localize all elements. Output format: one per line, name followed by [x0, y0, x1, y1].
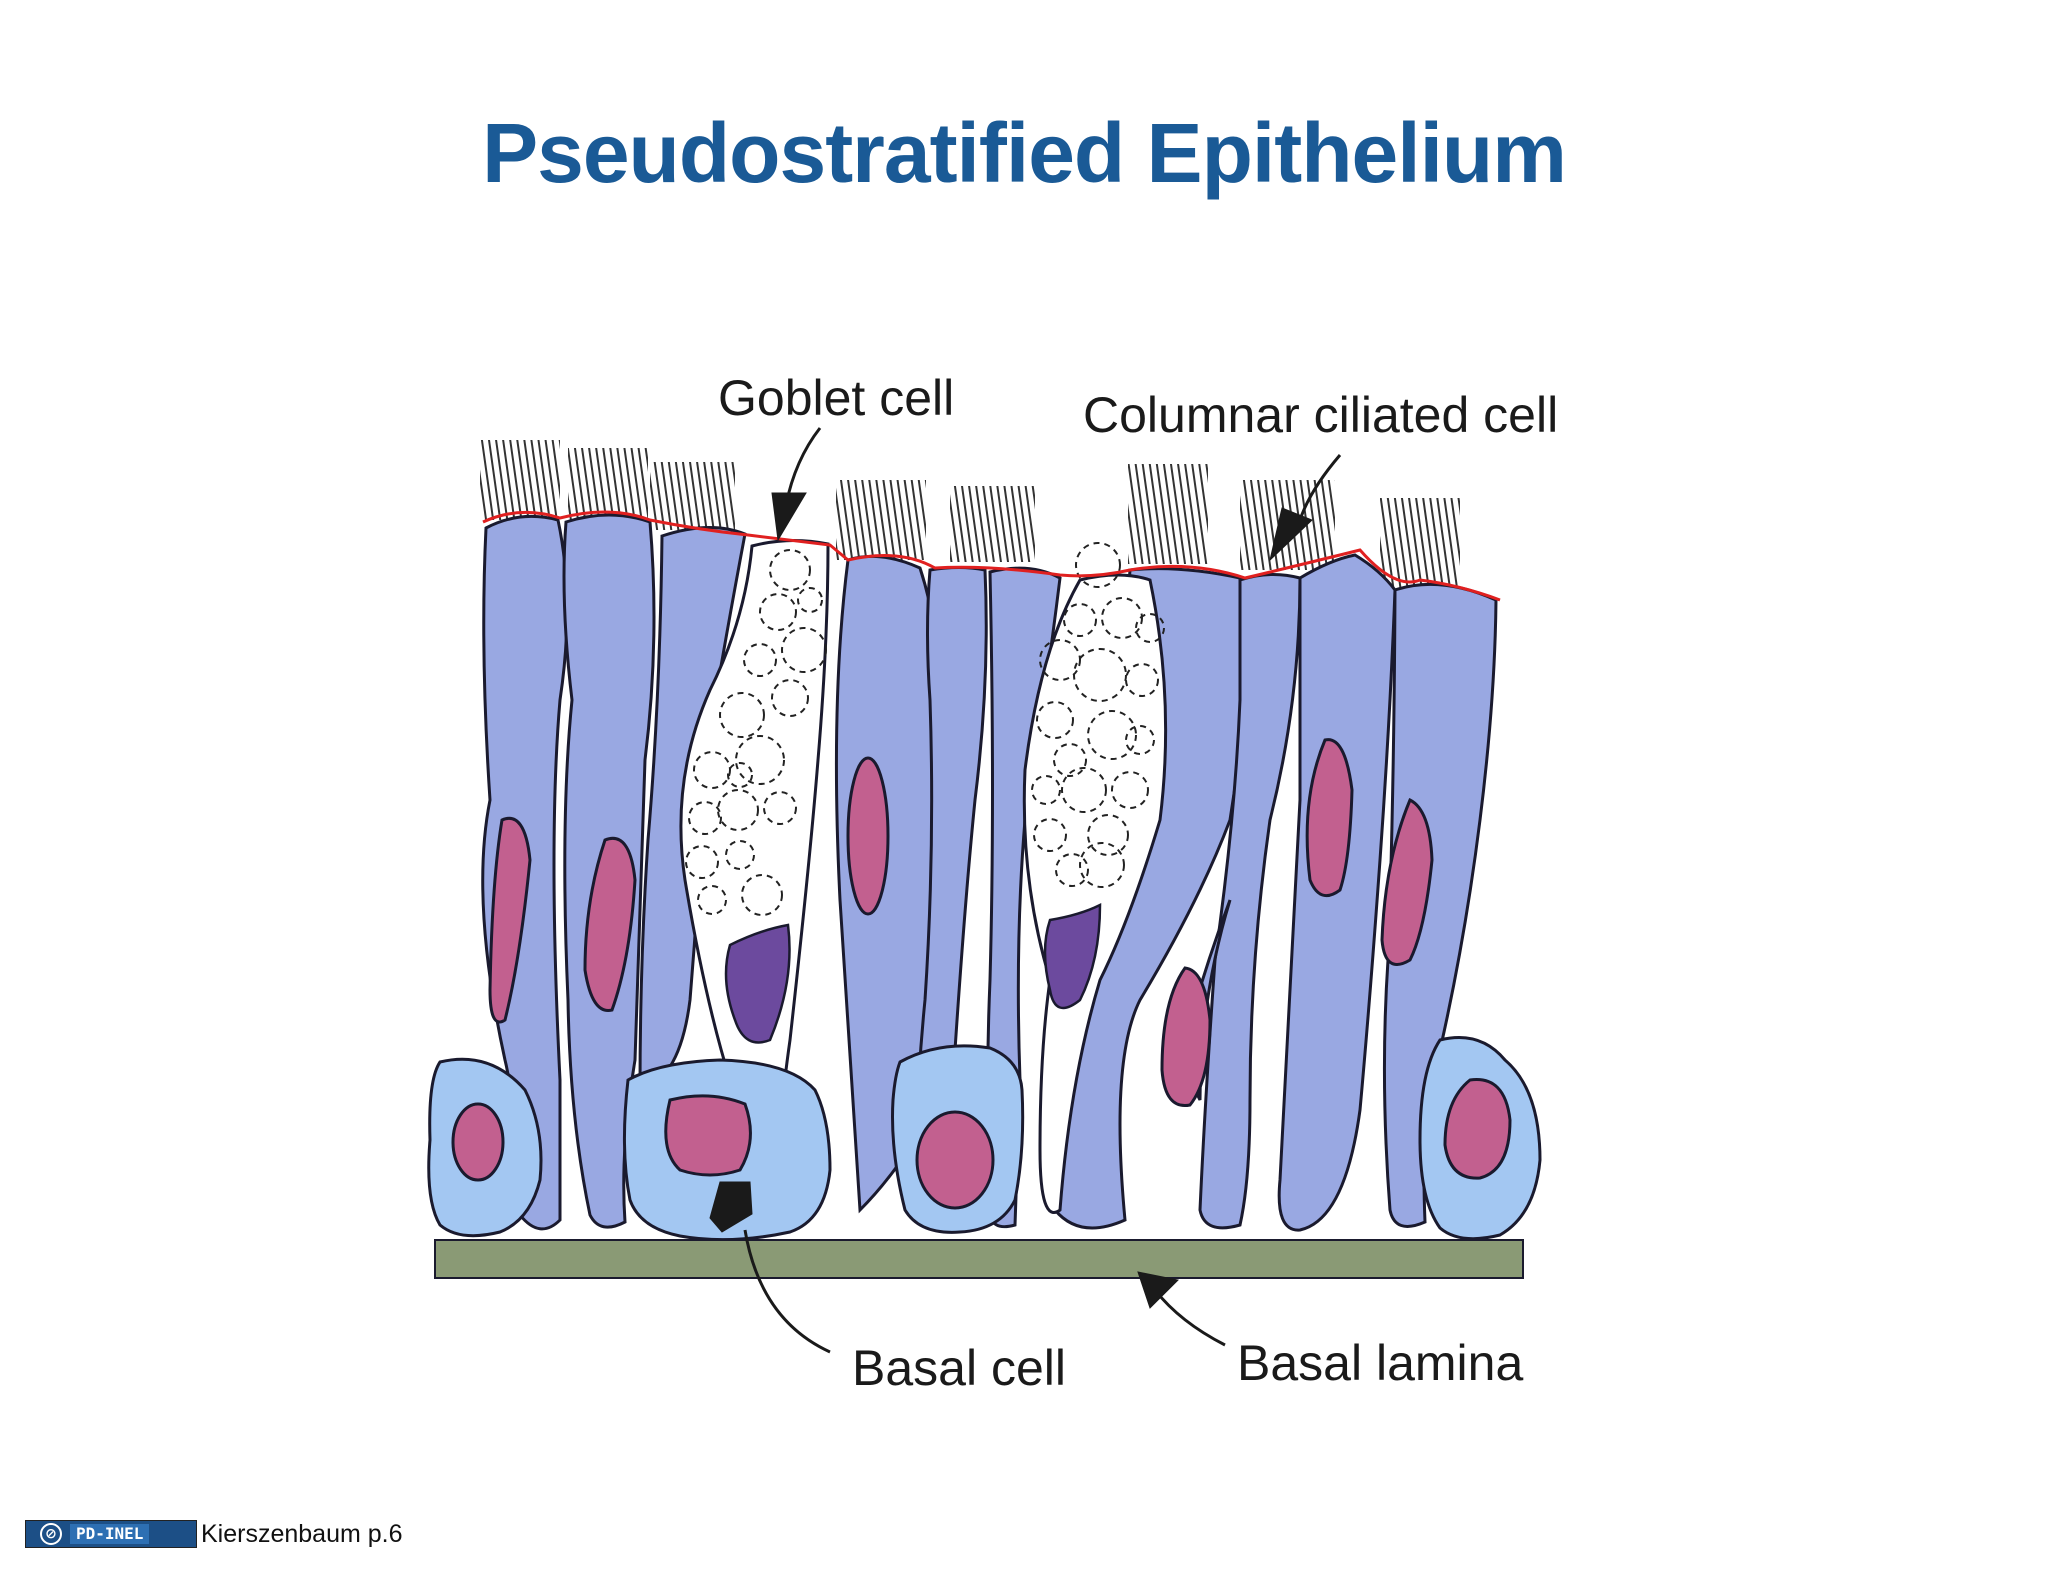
pointer-arrows [709, 427, 1342, 1354]
nuclei [451, 738, 1512, 1210]
citation: Kierszenbaum p.6 [201, 1519, 403, 1548]
goblet-nucleus-right [1043, 902, 1102, 1010]
label-basal-cell: Basal cell [852, 1340, 1066, 1396]
label-goblet-cell: Goblet cell [718, 370, 954, 426]
mucin-granules [685, 542, 1165, 916]
apical-surface-line [482, 510, 1501, 602]
slide-title: Pseudostratified Epithelium [482, 106, 1567, 200]
goblet-nucleus-left [724, 923, 791, 1044]
license-badge-text: PD-INEL [70, 1524, 150, 1544]
cilia-tufts [480, 440, 1460, 588]
label-basal-lamina: Basal lamina [1237, 1335, 1523, 1391]
goblet-cell-right [1022, 573, 1168, 1214]
license-badge: ⊘ PD-INEL [25, 1520, 197, 1548]
basal-lamina-bar [434, 1239, 1524, 1279]
goblet-cells [679, 538, 1168, 1234]
footer: ⊘ PD-INEL Kierszenbaum p.6 [25, 1518, 403, 1550]
label-columnar-ciliated-cell: Columnar ciliated cell [1083, 387, 1558, 443]
public-domain-icon: ⊘ [40, 1523, 62, 1545]
